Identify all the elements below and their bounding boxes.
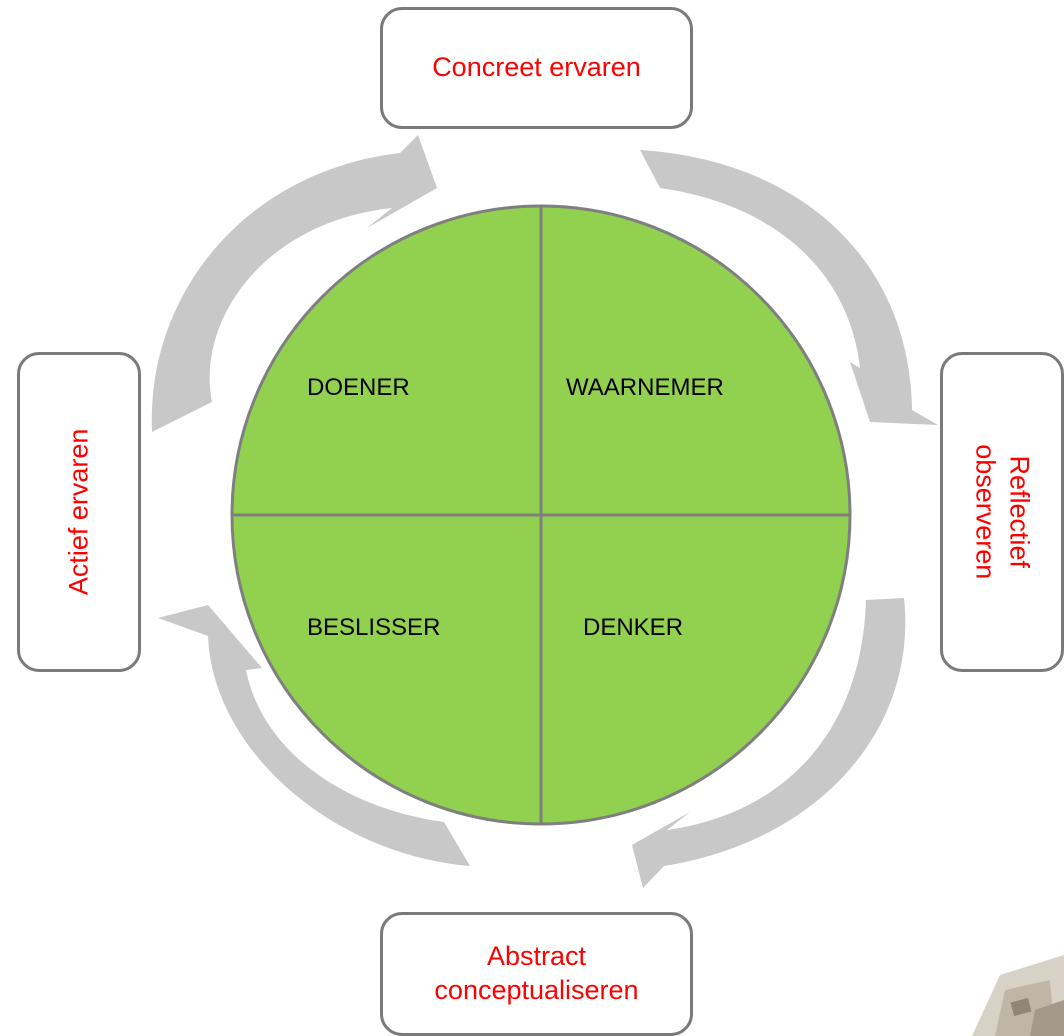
corner-image [972, 955, 1064, 1036]
stage-box-abstract-conceptualiseren: Abstract conceptualiseren [380, 912, 693, 1036]
stage-label-line: Abstract [486, 941, 587, 972]
arrow-left-to-top [151, 135, 437, 432]
quadrant-label-doener: DOENER [307, 374, 410, 401]
stage-label-line: conceptualiseren [434, 975, 639, 1005]
stage-label-line: observeren [971, 444, 1001, 580]
stage-label-abstract-conceptualiseren: Abstract conceptualiseren [434, 940, 638, 1008]
stage-label-reflectief-observeren: Reflectief observeren [968, 444, 1036, 579]
arrow-bottom-to-left [158, 605, 470, 866]
stage-label-line: Reflectief [1004, 455, 1035, 569]
stage-label-actief-ervaren: Actief ervaren [63, 428, 94, 596]
quadrant-label-waarnemer: WAARNEMER [566, 374, 724, 401]
arrow-top-to-right [640, 150, 938, 425]
arrow-right-to-bottom [632, 598, 906, 888]
stage-label-concreet-ervaren: Concreet ervaren [432, 52, 641, 83]
stage-box-concreet-ervaren: Concreet ervaren [380, 7, 693, 129]
quadrant-label-denker: DENKER [583, 614, 684, 641]
quadrant-label-beslisser: BESLISSER [307, 614, 441, 641]
stage-box-reflectief-observeren: Reflectief observeren [940, 352, 1064, 672]
stage-box-actief-ervaren: Actief ervaren [17, 352, 141, 672]
